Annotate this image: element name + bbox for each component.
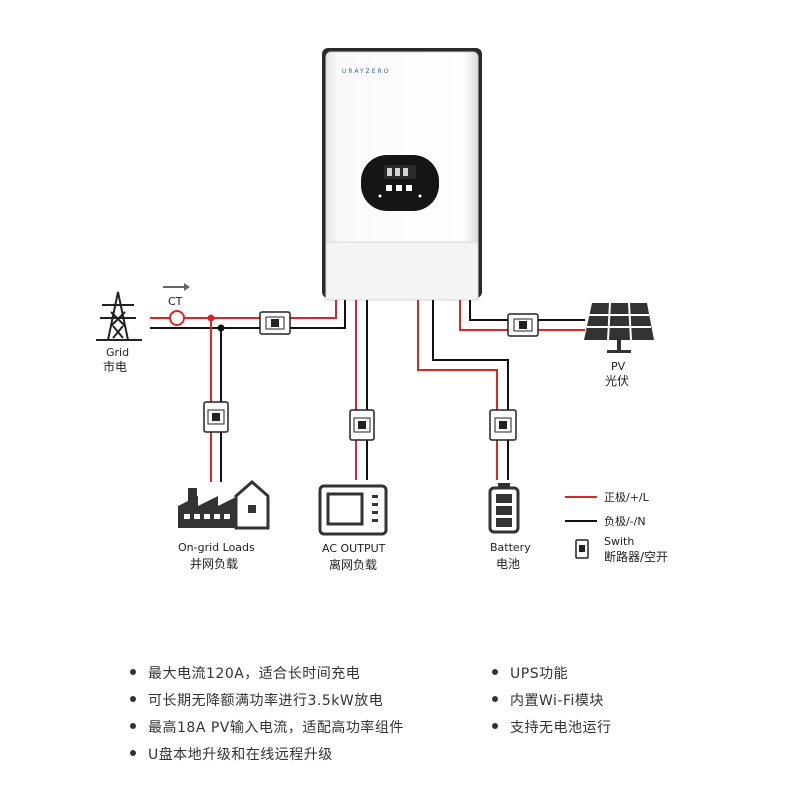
bullet-icon [130,723,136,729]
junction-positive [207,314,215,322]
legend-switch-icon [575,539,589,559]
battery-label-cn: 电池 [496,557,520,571]
inverter: URAYZERO [322,48,482,301]
breaker-ac-output [349,409,375,441]
feature-list: 最大电流120A，适合长时间充电 可长期无降额满功率进行3.5kW放电 最高18… [0,655,800,775]
grid-label-cn: 市电 [103,359,127,374]
feature-item: 可长期无降额满功率进行3.5kW放电 [130,690,383,710]
feature-item: 支持无电池运行 [492,717,612,737]
legend-negative: 负极/-/N [604,514,646,528]
grid-label: Grid [106,346,129,359]
appliance-icon [318,484,388,536]
bullet-icon [492,723,498,729]
bullet-icon [130,696,136,702]
on-grid-loads-label-cn: 并网负载 [190,557,238,571]
battery-icon [488,483,520,534]
pv-label-cn: 光伏 [605,374,629,388]
breaker-pv [507,313,539,337]
bullet-icon [130,750,136,756]
feature-item: 最大电流120A，适合长时间充电 [130,663,360,683]
ac-output-label: AC OUTPUT [322,542,386,555]
legend: 正极/+/L 负极/-/N Swith 断路器/空开 [565,490,668,564]
feature-item: 最高18A PV输入电流，适配高功率组件 [130,717,404,737]
breaker-grid [259,311,291,335]
grid-tower-icon [96,291,142,341]
legend-switch: Swith [604,535,634,548]
on-grid-loads-label: On-grid Loads [178,541,255,554]
brand-logo: URAYZERO [342,68,390,75]
breaker-battery [489,409,517,441]
feature-item: UPS功能 [492,663,568,683]
feature-item: 内置Wi-Fi模块 [492,690,604,710]
pv-label: PV [611,360,626,373]
bullet-icon [130,669,136,675]
bullet-icon [492,696,498,702]
ac-output-label-cn: 离网负载 [329,557,377,572]
solar-panel-icon [584,302,654,353]
junction-negative [217,324,225,332]
factory-icon [178,480,270,530]
bullet-icon [492,669,498,675]
legend-positive: 正极/+/L [604,490,650,504]
ct-sensor: CT [163,283,190,326]
svg-text:CT: CT [168,295,183,308]
wiring-diagram: URAYZERO [96,48,668,572]
breaker-on-grid-loads [203,401,229,433]
display-screen [361,155,439,211]
feature-item: U盘本地升级和在线远程升级 [130,744,333,764]
battery-label: Battery [490,541,531,554]
legend-switch-cn: 断路器/空开 [604,549,668,564]
